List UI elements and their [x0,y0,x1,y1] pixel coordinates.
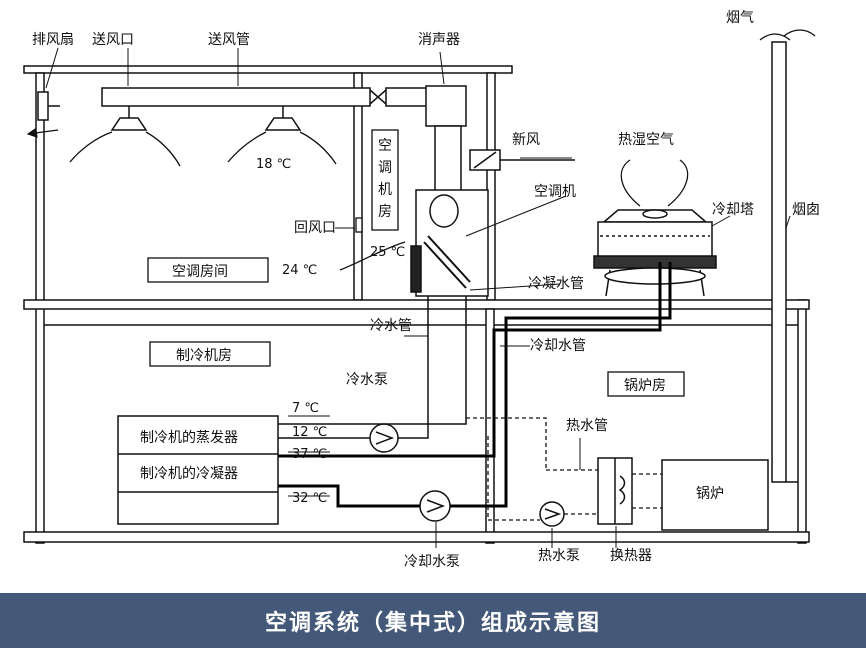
cooling-water-pump-symbol [419,490,451,522]
label-boiler-room: 锅炉房 [624,378,666,394]
label-temp-24: 24 ℃ [282,263,317,278]
label-chilled-water-pump: 冷水泵 [346,372,388,388]
boiler-unit [661,459,769,531]
label-boiler: 锅炉 [696,486,724,502]
label-evaporator: 制冷机的蒸发器 [140,430,238,446]
return-vent [355,217,363,233]
label-ac-room: 空调房间 [172,264,228,280]
label-return-vent: 回风口 [294,220,336,236]
label-ahu-room-2: 调 [378,160,392,176]
label-boxes [147,129,685,397]
label-temp-12: 12 ℃ [292,425,327,440]
diagram-caption: 空调系统（集中式）组成示意图 [264,610,601,636]
label-ahu-room-3: 机 [378,182,392,198]
label-ahu-room-1: 空 [378,138,392,154]
label-hot-water-pump: 热水泵 [538,548,580,564]
hot-water-pipes [466,417,662,521]
supply-duct [101,85,467,193]
label-supply-outlet: 送风口 [92,32,134,48]
label-ahu-room-4: 房 [378,204,392,220]
pumps [369,423,565,527]
label-condenser: 制冷机的冷凝器 [140,466,238,482]
exhaust-fan [37,91,60,121]
airflow-arrows [26,29,816,271]
ahu-unit [410,189,489,297]
label-temp-18: 18 ℃ [256,157,291,172]
caption-bar: 空调系统（集中式）组成示意图 [0,593,866,648]
chiller-unit [117,415,279,525]
label-supply-duct: 送风管 [208,32,250,48]
label-cooling-water-pump: 冷却水泵 [404,554,460,570]
label-temp-25: 25 ℃ [370,245,405,260]
label-condensate-pipe: 冷凝水管 [528,276,584,292]
label-ahu: 空调机 [534,184,576,200]
chimney [771,41,798,483]
label-chilled-water-pipe: 冷水管 [370,318,412,334]
chilled-water-pipes [278,296,467,439]
label-hot-water-pipe: 热水管 [566,418,608,434]
label-ahu-room-vertical: 空 调 机 房 [378,138,392,220]
building-structure [23,65,810,544]
label-chimney: 烟囱 [792,202,820,218]
cooling-tower [593,209,717,297]
cooling-water-pipes [278,262,672,508]
label-temp-7: 7 ℃ [292,401,319,416]
hvac-diagram: 排风扇 送风口 送风管 消声器 烟气 新风 热湿空气 空 调 机 房 空调机 1… [23,10,820,570]
heat-exchanger-unit [597,457,633,525]
text-labels: 排风扇 送风口 送风管 消声器 烟气 新风 热湿空气 空 调 机 房 空调机 1… [32,10,820,570]
label-cooling-water-pipe: 冷却水管 [530,338,586,354]
fresh-air-louver [469,149,575,171]
temp-markers [288,415,330,497]
label-temp-32: 32 ℃ [292,491,327,506]
label-exhaust-fan: 排风扇 [32,32,74,48]
label-cooling-tower: 冷却塔 [712,202,754,218]
label-flue-gas: 烟气 [726,10,754,26]
label-chiller-room: 制冷机房 [176,348,232,364]
label-fresh-air: 新风 [512,132,540,148]
label-temp-37: 37 ℃ [292,447,327,462]
label-heat-exchanger: 换热器 [610,547,652,564]
label-muffler: 消声器 [418,32,460,48]
label-hot-humid-air: 热湿空气 [618,132,674,148]
leader-lines [45,47,791,548]
